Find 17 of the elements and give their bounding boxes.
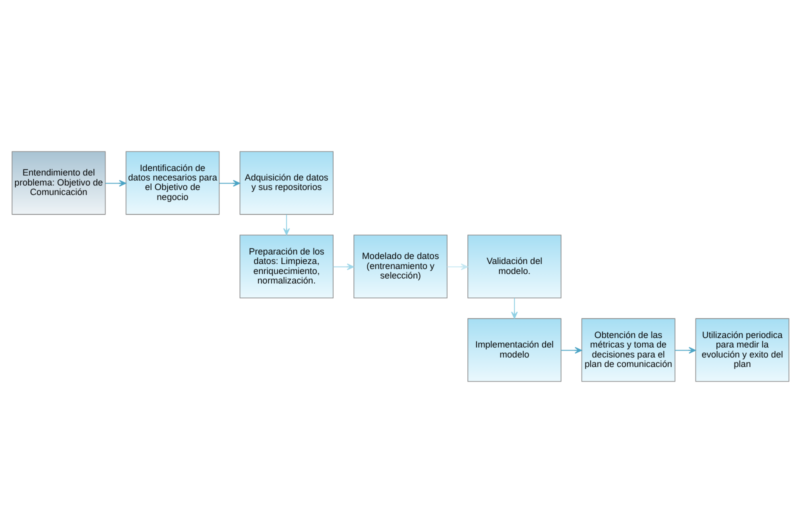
- arrow: [283, 214, 290, 235]
- arrow: [560, 346, 582, 354]
- node-box: Modelado de datos (entrenamiento y selección): [354, 234, 448, 298]
- node-box: Adquisición de datos y sus repositorios: [240, 150, 334, 214]
- node-box: Obtención de las métricas y toma de decisiones para el plan de comunicación: [581, 318, 676, 382]
- node-box: Validación del modelo.: [468, 234, 562, 298]
- arrow: [104, 179, 126, 186]
- arrow: [218, 179, 240, 186]
- arrow: [511, 297, 518, 318]
- arrow: [446, 263, 468, 270]
- node-box: Entendimiento del problema: Objetivo de Comunicación: [12, 150, 106, 214]
- node-box: Utilización periodica para medir la evolución y exito del plan: [695, 318, 790, 382]
- arrow: [674, 346, 696, 354]
- node-box: Preparación de los datos: Limpieza, enriquecimiento, normalización.: [240, 234, 334, 298]
- node-box: Implementación del modelo: [468, 318, 562, 382]
- node-box: Identificación de datos necesarios para el Objetivo de negocio: [126, 150, 220, 214]
- arrow: [332, 263, 354, 270]
